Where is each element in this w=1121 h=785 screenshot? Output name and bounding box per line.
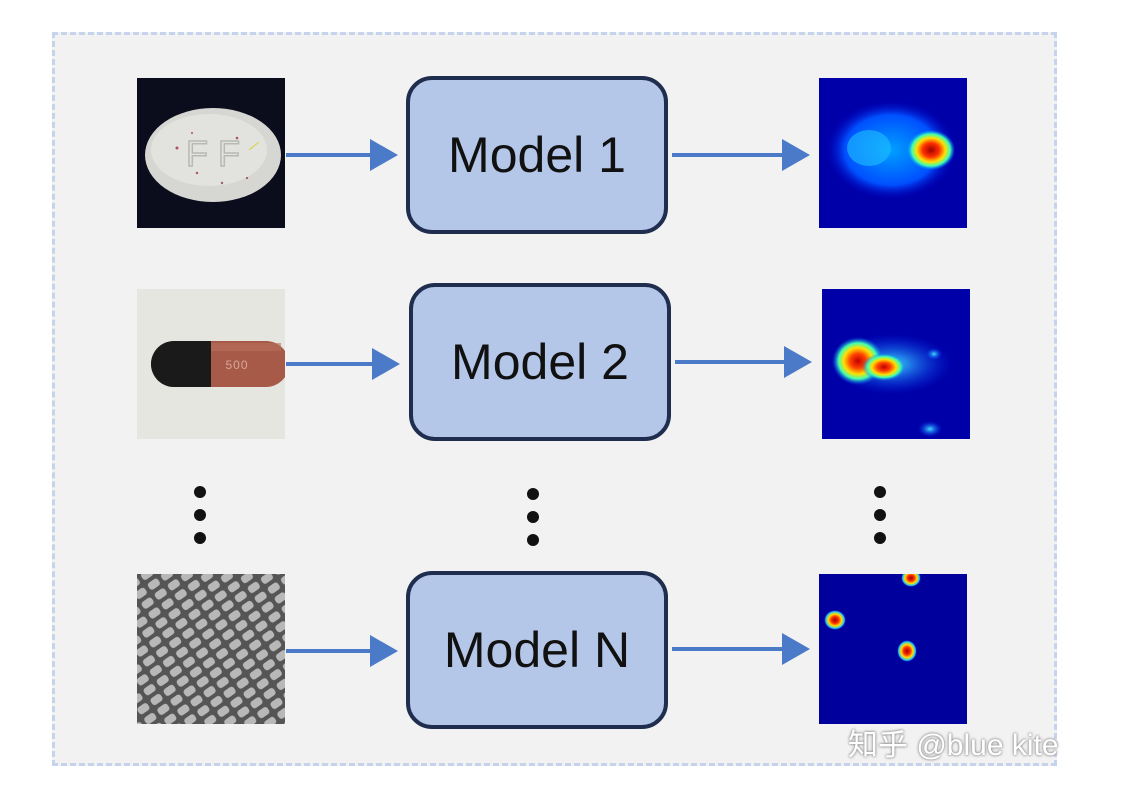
heatmap-2	[822, 289, 970, 439]
capsule-imprint-text: 500	[225, 358, 248, 372]
ellipsis-dots-outputs	[874, 486, 886, 555]
heatmap-n	[819, 574, 967, 724]
watermark: 知乎 @blue kite	[848, 729, 1059, 762]
model-2-box: Model 2	[409, 283, 671, 441]
model-1-box: Model 1	[406, 76, 668, 234]
tablet-imprint-text: F F	[186, 133, 240, 174]
capsule-image: 500	[137, 289, 285, 439]
model-1-label: Model 1	[448, 127, 626, 183]
model-n-label: Model N	[443, 622, 631, 678]
pill-tablet-image: F F	[137, 78, 285, 228]
ellipsis-dots-inputs	[194, 486, 206, 555]
ellipsis-dots-models	[527, 488, 539, 557]
texture-mesh-image	[137, 574, 285, 724]
heatmap-1	[819, 78, 967, 228]
model-2-label: Model 2	[451, 334, 629, 390]
model-n-box: Model N	[406, 571, 668, 729]
